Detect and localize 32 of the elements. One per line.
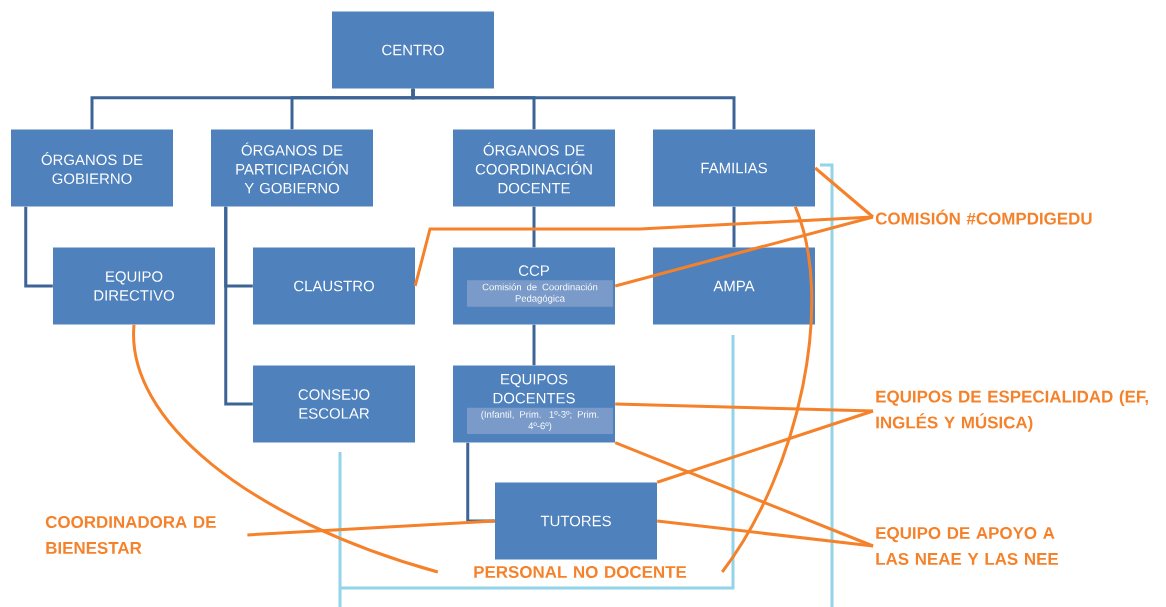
org-chart-box: ÓRGANOS DE PARTICIPACIÓN Y GOBIERNO <box>211 129 373 207</box>
connector-line <box>532 324 536 366</box>
annotation-label: PERSONAL NO DOCENTE <box>474 566 687 578</box>
org-chart-box: CCP Comisión de Coordinación Pedagógica <box>453 247 615 325</box>
annotation-line <box>247 519 495 537</box>
annotation-line <box>132 324 439 574</box>
annotation-label: EQUIPOS DE ESPECIALIDAD (EF, INGLÉS Y MÚSICA) <box>876 390 1148 432</box>
connector-line <box>411 88 736 130</box>
annotation-line <box>814 166 874 219</box>
org-chart-box: CONSEJO ESCOLAR <box>253 365 415 443</box>
org-chart-box: ÓRGANOS DE COORDINACIÓN DOCENTE <box>453 129 615 207</box>
org-chart-box: EQUIPOS DOCENTES (Infantil, Prim. 1º-3º; Prim. 4º-6º) <box>453 365 615 443</box>
org-chart-box: EQUIPO DIRECTIVO <box>53 247 215 325</box>
org-chart-box: CENTRO <box>332 11 494 89</box>
org-chart-box: AMPA <box>653 247 815 325</box>
annotation-label: COMISIÓN #COMPDIGEDU <box>875 209 1092 225</box>
annotation-line <box>656 409 874 484</box>
connector-line <box>532 206 536 248</box>
annotation-line <box>614 215 874 288</box>
org-chart-box: CLAUSTRO <box>253 247 415 325</box>
annotation-label: EQUIPO DE APOYO A LAS NEAE Y LAS NEE <box>876 527 1059 565</box>
org-chart-box: ÓRGANOS DE GOBIERNO <box>11 129 173 207</box>
annotation-line <box>657 519 874 548</box>
connector-line <box>466 442 495 523</box>
connector-line <box>732 206 736 248</box>
connector-line <box>224 206 253 406</box>
org-chart-box: FAMILIAS <box>653 129 815 207</box>
connector-line <box>24 206 53 288</box>
annotation-line <box>720 206 814 573</box>
annotation-label: COORDINADORA DE BIENESTAR <box>45 516 216 554</box>
annotation-line <box>615 402 874 413</box>
org-chart-box: TUTORES <box>495 482 657 560</box>
